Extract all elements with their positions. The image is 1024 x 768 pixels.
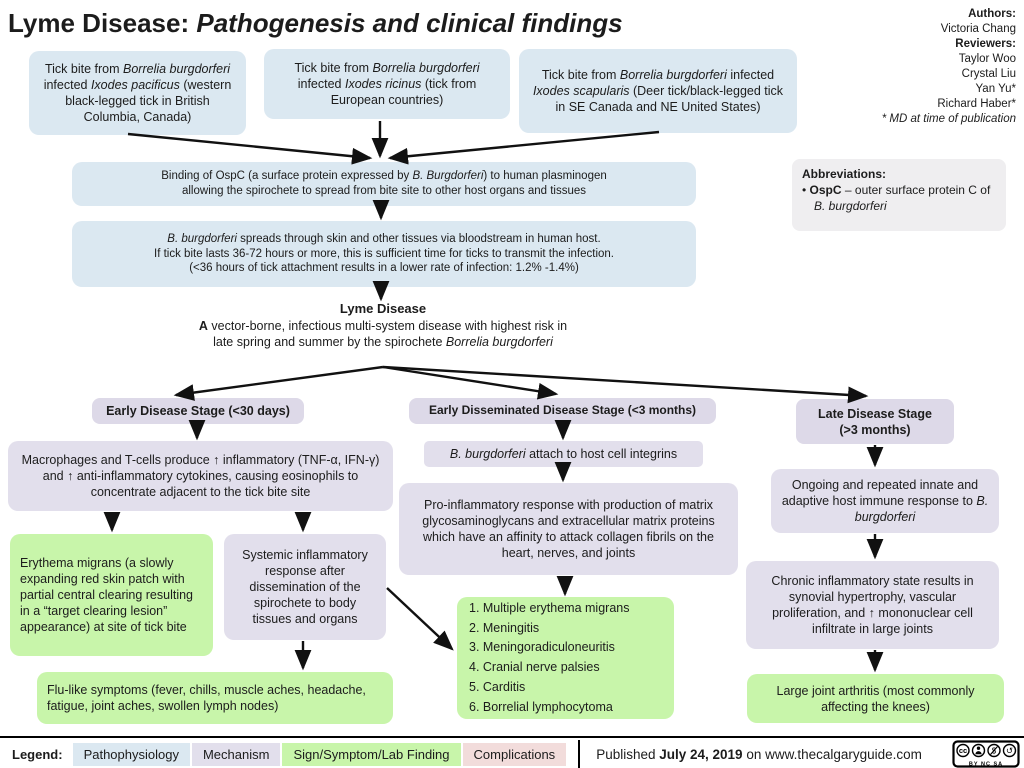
node-text: Tick bite from Borrelia burgdorferi infe… [532, 68, 784, 114]
node-text: Systemic inflammatory response after dis… [242, 548, 368, 626]
node-bloodstream-spread: B. burgdorferi spreads through skin and … [72, 221, 696, 287]
published-line: Published July 24, 2019 on www.thecalgar… [596, 746, 922, 762]
finding-item: 4. Cranial nerve palsies [469, 660, 600, 674]
sa-arrow-glyph: ↺ [1006, 746, 1013, 756]
finding-item: 2. Meningitis [469, 620, 540, 635]
page-title-main: Lyme Disease: [8, 8, 197, 38]
stage-early-header: Early Disease Stage (<30 days) [92, 398, 304, 424]
node-text: Large joint arthritis (most commonly aff… [776, 683, 975, 714]
author-name: Victoria Chang [940, 22, 1016, 35]
by-person-icon [975, 746, 982, 755]
node-large-joint-arthritis: Large joint arthritis (most commonly aff… [747, 674, 1004, 723]
abbreviations-box: Abbreviations: • OspC – outer surface pr… [792, 159, 1006, 231]
node-text: Chronic inflammatory state results in sy… [771, 574, 974, 636]
page-title: Lyme Disease: Pathogenesis and clinical … [8, 8, 623, 39]
credits-footnote: * MD at time of publication [881, 112, 1016, 125]
stage-late-header: Late Disease Stage(>3 months) [796, 399, 954, 444]
node-ospc-binding: Binding of OspC (a surface protein expre… [72, 162, 696, 206]
authors-label: Authors: [968, 8, 1016, 20]
page-title-subtitle: Pathogenesis and clinical findings [196, 8, 623, 38]
reviewer-name: Richard Haber* [937, 97, 1016, 110]
node-text: Binding of OspC (a surface protein expre… [161, 170, 607, 197]
stage-label: Early Disseminated Disease Stage (<3 mon… [428, 403, 697, 418]
node-tick-bite-pacificus: Tick bite from Borrelia burgdorferi infe… [29, 51, 246, 135]
node-text: B. burgdorferi spreads through skin and … [154, 232, 614, 275]
lyme-disease-description: A vector-borne, infectious multi-system … [198, 318, 568, 350]
node-disseminated-findings: 1. Multiple erythema migrans 2. Meningit… [457, 597, 674, 719]
reviewer-name: Yan Yu* [975, 82, 1016, 95]
node-ongoing-immune-response: Ongoing and repeated innate and adaptive… [771, 469, 999, 533]
node-text: Tick bite from Borrelia burgdorferi infe… [294, 61, 480, 107]
reviewer-name: Taylor Woo [958, 52, 1016, 65]
node-integrin-attachment: B. burgdorferi attach to host cell integ… [424, 441, 703, 467]
node-text: Tick bite from Borrelia burgdorferi infe… [43, 62, 232, 124]
node-macrophages-cytokines: Macrophages and T-cells produce ↑ inflam… [8, 441, 393, 511]
node-text: Macrophages and T-cells produce ↑ inflam… [21, 453, 380, 499]
node-tick-bite-scapularis: Tick bite from Borrelia burgdorferi infe… [519, 49, 797, 133]
footer-divider [578, 740, 581, 768]
reviewers-label: Reviewers: [955, 37, 1016, 50]
stage-label: Early Disease Stage (<30 days) [106, 404, 290, 418]
abbreviation-item: • OspC – outer surface protein C of B. b… [802, 183, 991, 214]
node-flu-like-symptoms: Flu-like symptoms (fever, chills, muscle… [37, 672, 393, 724]
finding-item: 5. Carditis [469, 679, 526, 694]
node-tick-bite-ricinus: Tick bite from Borrelia burgdorferi infe… [264, 49, 510, 119]
cc-by-nc-sa-icon: cc $ ↺ BY NC SA [952, 740, 1020, 768]
abbreviations-title: Abbreviations: [802, 167, 887, 181]
node-text: Pro-inflammatory response with productio… [422, 498, 715, 560]
license-caption: BY NC SA [969, 762, 1003, 768]
node-systemic-inflammatory-response: Systemic inflammatory response after dis… [224, 534, 386, 640]
finding-item: 6. Borrelial lymphocytoma [469, 699, 613, 714]
lyme-disease-definition: Lyme Disease A vector-borne, infectious … [130, 301, 636, 350]
legend-item-pathophysiology: Pathophysiology [72, 742, 190, 766]
cc-logo-glyph: cc [959, 746, 967, 755]
node-text: Ongoing and repeated innate and adaptive… [781, 478, 989, 524]
node-text: Flu-like symptoms (fever, chills, muscle… [47, 683, 366, 713]
node-erythema-migrans: Erythema migrans (a slowly expanding red… [10, 534, 213, 656]
credits-block: Authors: Victoria Chang Reviewers: Taylo… [882, 7, 1016, 127]
lyme-disease-heading: Lyme Disease [339, 301, 427, 316]
legend-item-complications: Complications [462, 742, 567, 766]
node-proinflammatory-response: Pro-inflammatory response with productio… [399, 483, 738, 575]
stage-label: Late Disease Stage(>3 months) [818, 406, 932, 437]
legend-label: Legend: [12, 746, 63, 762]
footer-bar: Legend: Pathophysiology Mechanism Sign/S… [0, 736, 1024, 768]
node-text: Erythema migrans (a slowly expanding red… [20, 556, 194, 634]
finding-item: 1. Multiple erythema migrans [469, 600, 630, 615]
stage-disseminated-header: Early Disseminated Disease Stage (<3 mon… [409, 398, 716, 424]
node-text: B. burgdorferi attach to host cell integ… [449, 447, 678, 461]
legend-item-sign-symptom: Sign/Symptom/Lab Finding [282, 742, 461, 766]
reviewer-name: Crystal Liu [961, 67, 1016, 80]
legend-item-mechanism: Mechanism [191, 742, 281, 766]
nc-slash [990, 746, 998, 755]
node-chronic-inflammatory-state: Chronic inflammatory state results in sy… [746, 561, 999, 649]
finding-item: 3. Meningoradiculoneuritis [469, 640, 615, 655]
